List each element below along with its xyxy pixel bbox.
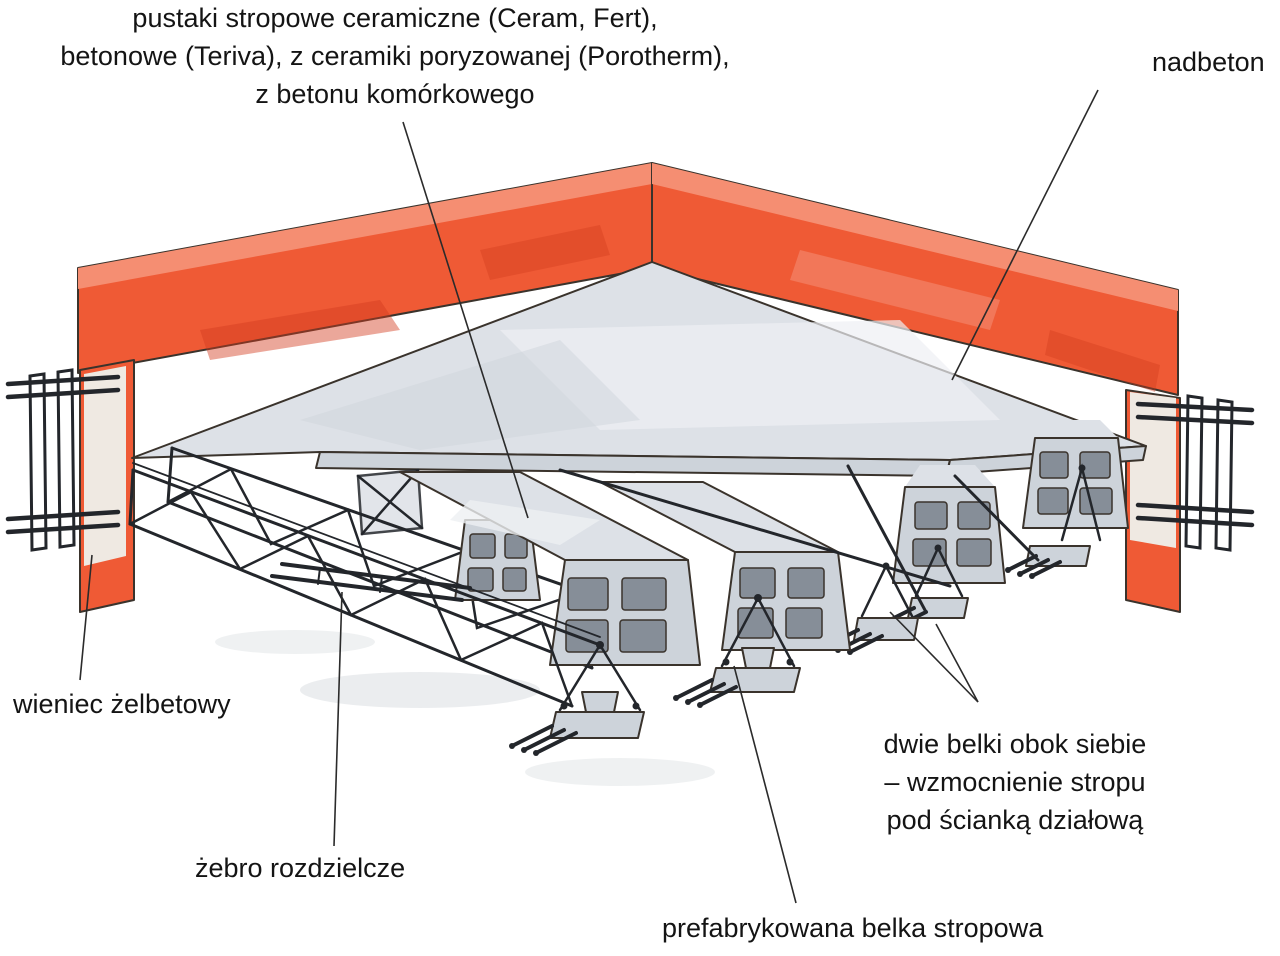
- concrete-slab: [131, 261, 1147, 477]
- lattice-truss-front: [128, 462, 602, 708]
- floor-beam-end-2: [673, 594, 801, 708]
- leader-line-prefab: [733, 665, 797, 904]
- right-ring-beam-rebar: [1135, 394, 1255, 552]
- leader-lines: [79, 89, 1099, 904]
- leader-line-zebro: [333, 591, 343, 847]
- distribution-rib: [270, 562, 472, 602]
- label-prefabrykowana-belka: prefabrykowana belka stropowa: [662, 913, 1044, 943]
- hollow-block-face: [1022, 437, 1129, 529]
- label-zebro-rozdzielcze: żebro rozdzielcze: [195, 853, 406, 883]
- right-wall-top-face: [652, 163, 1178, 311]
- label-nadbeton: nadbeton: [1152, 47, 1265, 77]
- label-wieniec-zelbetowy: wieniec żelbetowy: [13, 689, 231, 719]
- leader-line-dwie-belki-2: [935, 623, 979, 703]
- leader-line-pustaki: [402, 121, 529, 519]
- left-wall-top-face: [78, 163, 652, 289]
- leader-line-nadbeton: [951, 89, 1099, 381]
- label-pustaki: pustaki stropowe ceramiczne (Ceram, Fert…: [60, 3, 730, 109]
- left-ring-beam-rebar: [5, 368, 121, 552]
- transverse-rebar: [558, 464, 1040, 614]
- hollow-block-row-4: [1022, 420, 1129, 529]
- hollow-block-row-mid: [454, 519, 541, 601]
- leader-line-dwie-belki-1: [889, 611, 979, 703]
- wall-ends: [79, 359, 1181, 613]
- floor-beam-end-1: [509, 641, 645, 756]
- ground-shadows: [215, 630, 715, 786]
- floor-beam-end-4: [1005, 463, 1102, 579]
- leader-line-wieniec: [79, 554, 93, 681]
- hollow-block-row-3: [892, 465, 1006, 584]
- label-dwie-belki: dwie belki obok siebie – wzmocnienie str…: [883, 729, 1147, 835]
- back-walls: [77, 162, 1179, 396]
